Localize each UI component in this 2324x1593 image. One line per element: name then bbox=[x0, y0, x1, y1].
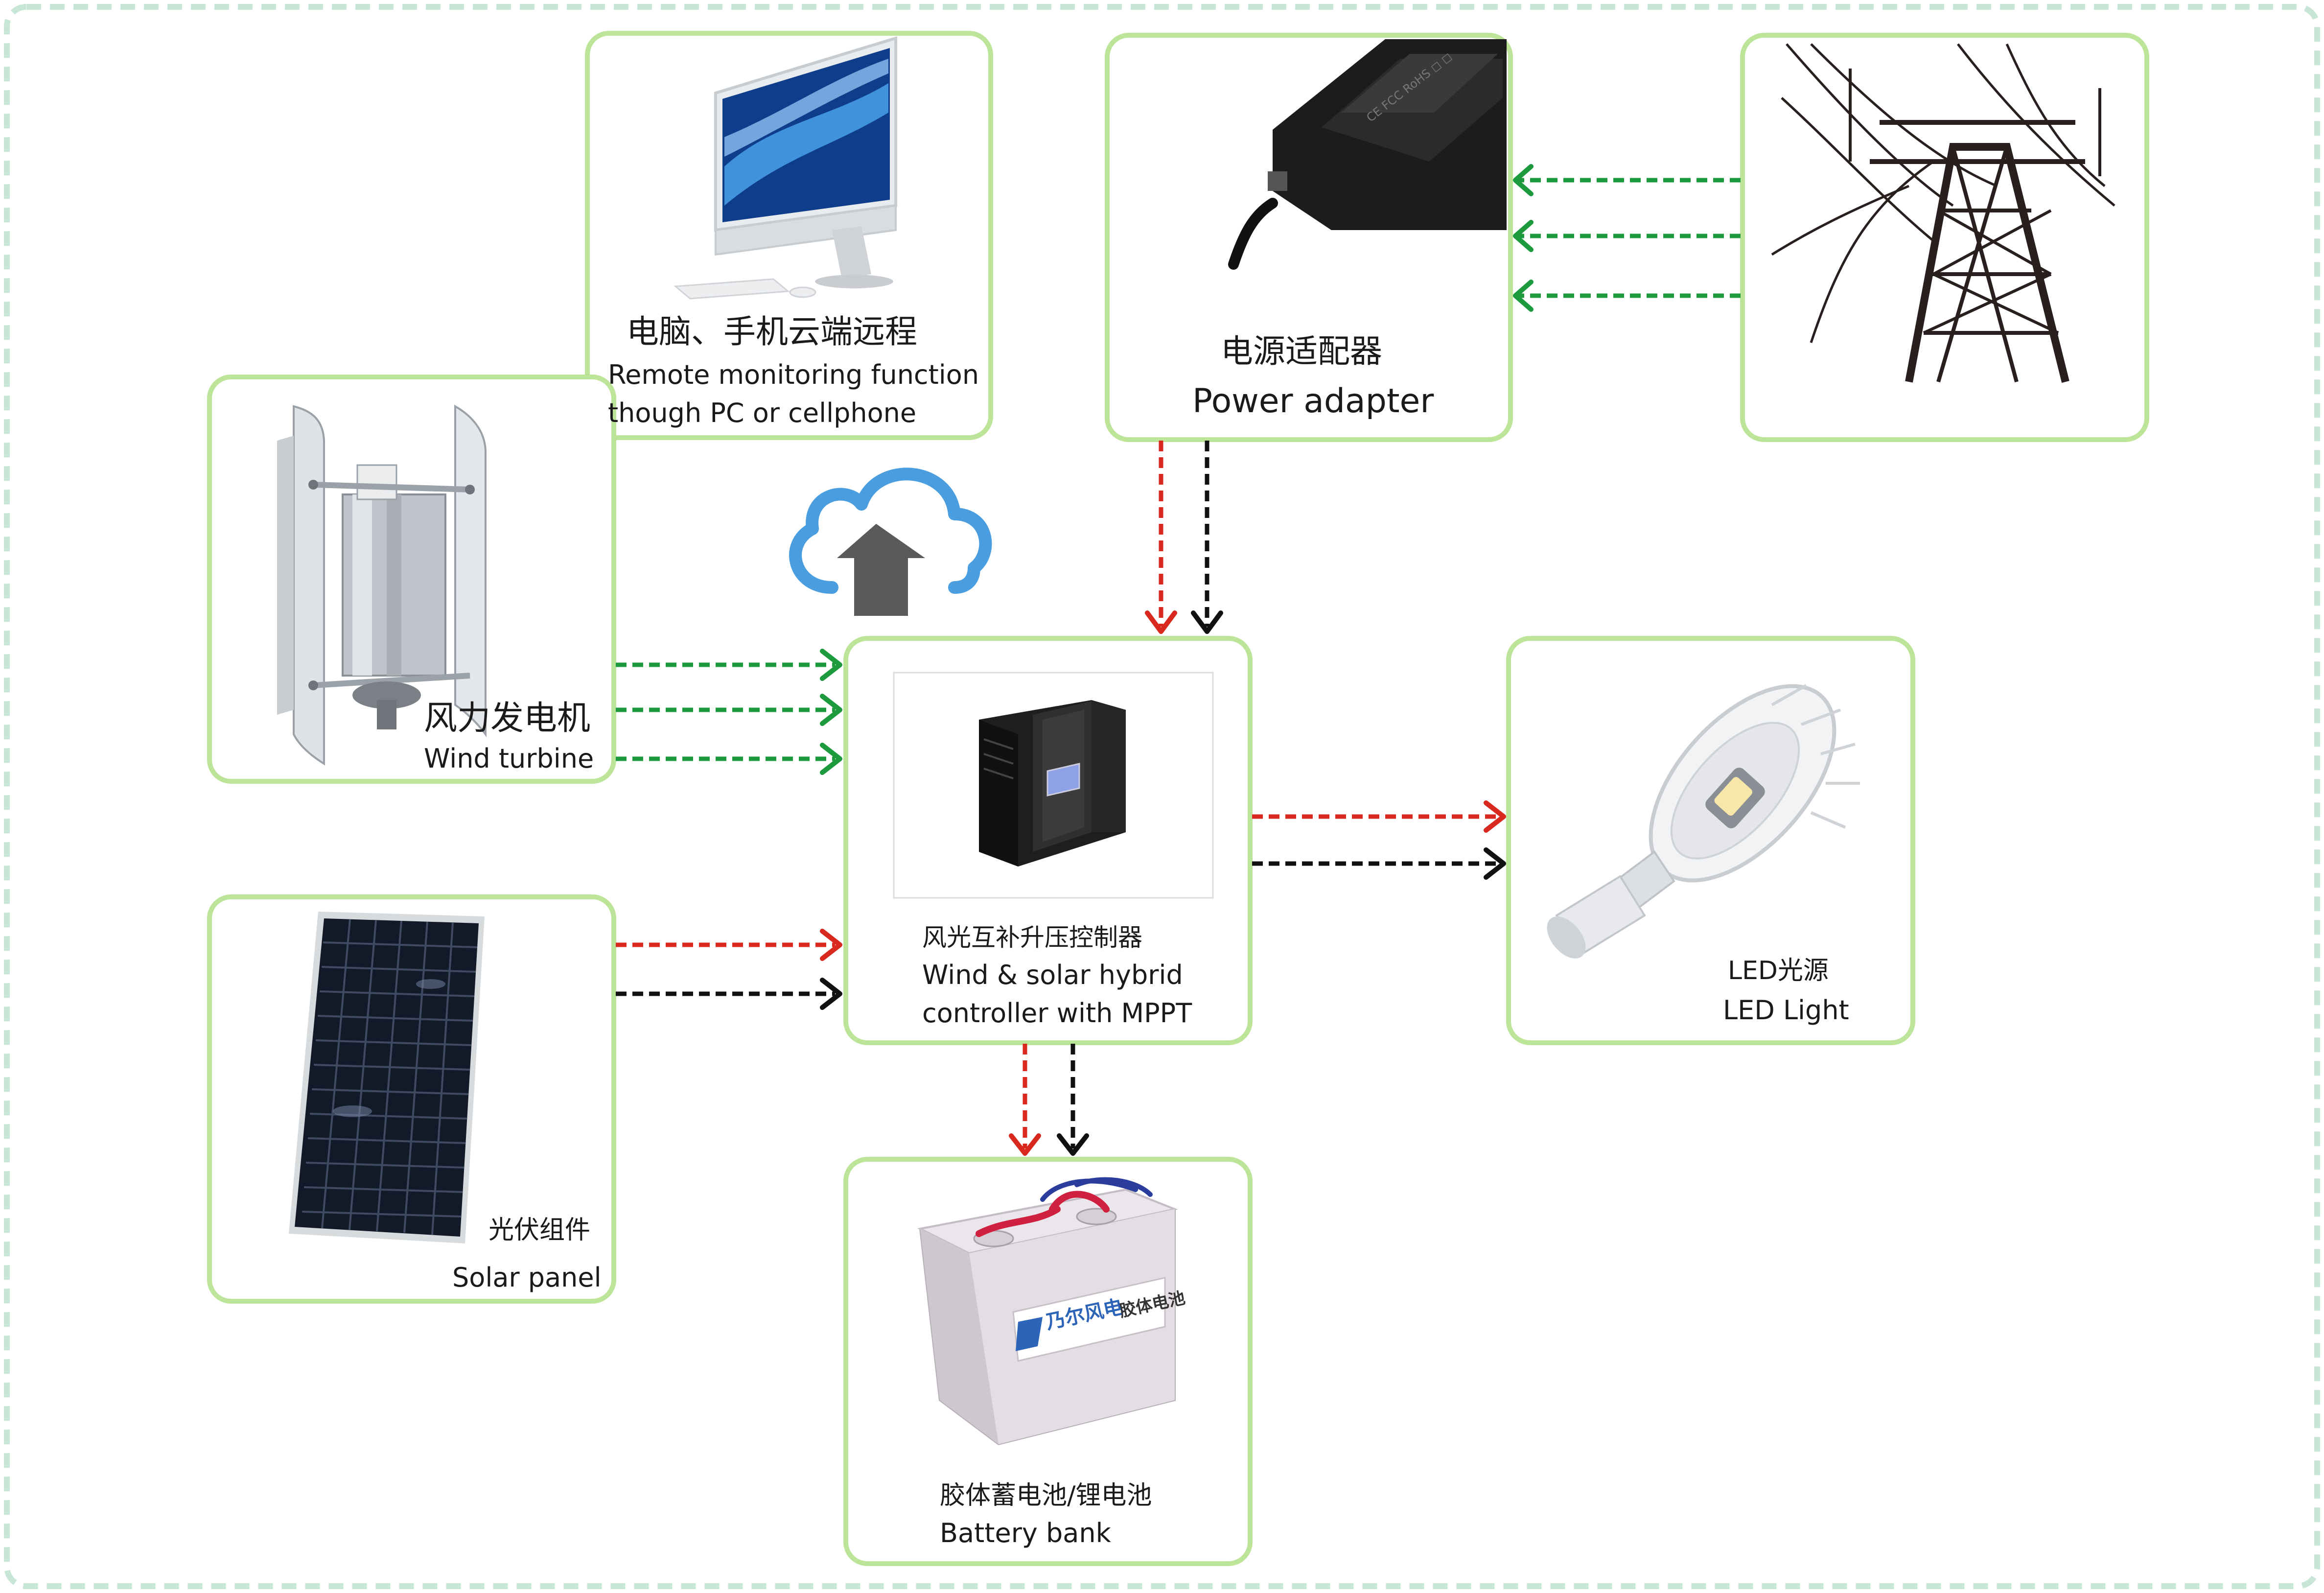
wind-label-cn: 风力发电机 bbox=[424, 699, 590, 738]
arrowhead bbox=[820, 743, 842, 775]
solar-label-cn: 光伏组件 bbox=[488, 1216, 590, 1245]
arrowhead bbox=[1191, 610, 1223, 634]
solar-label-en: Solar panel bbox=[452, 1262, 602, 1293]
arrowhead bbox=[1145, 610, 1177, 634]
pc-label-cn: 电脑、手机云端远程 bbox=[627, 313, 917, 351]
wind-label-en: Wind turbine bbox=[424, 743, 594, 774]
grid-box bbox=[1740, 33, 2149, 442]
arrowhead bbox=[820, 694, 842, 726]
arrowhead bbox=[820, 978, 842, 1010]
cloud-upload-icon bbox=[789, 468, 992, 616]
arrowhead bbox=[1009, 1133, 1041, 1156]
controller-label-cn: 风光互补升压控制器 bbox=[922, 923, 1142, 952]
battery-icon: 乃尔风电 胶体电池 bbox=[917, 1177, 1187, 1446]
led-label-en: LED Light bbox=[1723, 995, 1849, 1026]
battery-label-cn: 胶体蓄电池/锂电池 bbox=[940, 1481, 1152, 1510]
arrowhead bbox=[1513, 280, 1534, 312]
solar-panel-icon bbox=[289, 912, 485, 1243]
arrowhead bbox=[1057, 1133, 1089, 1156]
pc-label-en-2: though PC or cellphone bbox=[608, 398, 916, 428]
controller-label-en-1: Wind & solar hybrid bbox=[922, 960, 1183, 990]
arrowhead bbox=[1484, 847, 1506, 880]
power-tower-icon bbox=[1771, 43, 2115, 383]
street-light-icon bbox=[1547, 684, 1860, 959]
wind-turbine-icon bbox=[277, 404, 487, 766]
led-label-cn: LED光源 bbox=[1728, 956, 1829, 985]
controller-icon bbox=[979, 700, 1126, 867]
arrowhead bbox=[820, 649, 842, 681]
battery-label-en: Battery bank bbox=[940, 1518, 1112, 1548]
outer-frame bbox=[4, 4, 2320, 1589]
pc-label-en-1: Remote monitoring function bbox=[608, 359, 979, 390]
arrowhead bbox=[1484, 800, 1506, 833]
arrowhead bbox=[1513, 164, 1534, 196]
arrowhead bbox=[1513, 220, 1534, 252]
adapter-label-en: Power adapter bbox=[1192, 382, 1434, 421]
adapter-label-cn: 电源适配器 bbox=[1221, 332, 1382, 370]
controller-label-en-2: controller with MPPT bbox=[922, 998, 1192, 1029]
monitor-icon bbox=[674, 36, 897, 300]
power-adapter-icon: CE FCC RoHS ◻ ◻ bbox=[1228, 39, 1507, 270]
arrowhead bbox=[820, 929, 842, 961]
